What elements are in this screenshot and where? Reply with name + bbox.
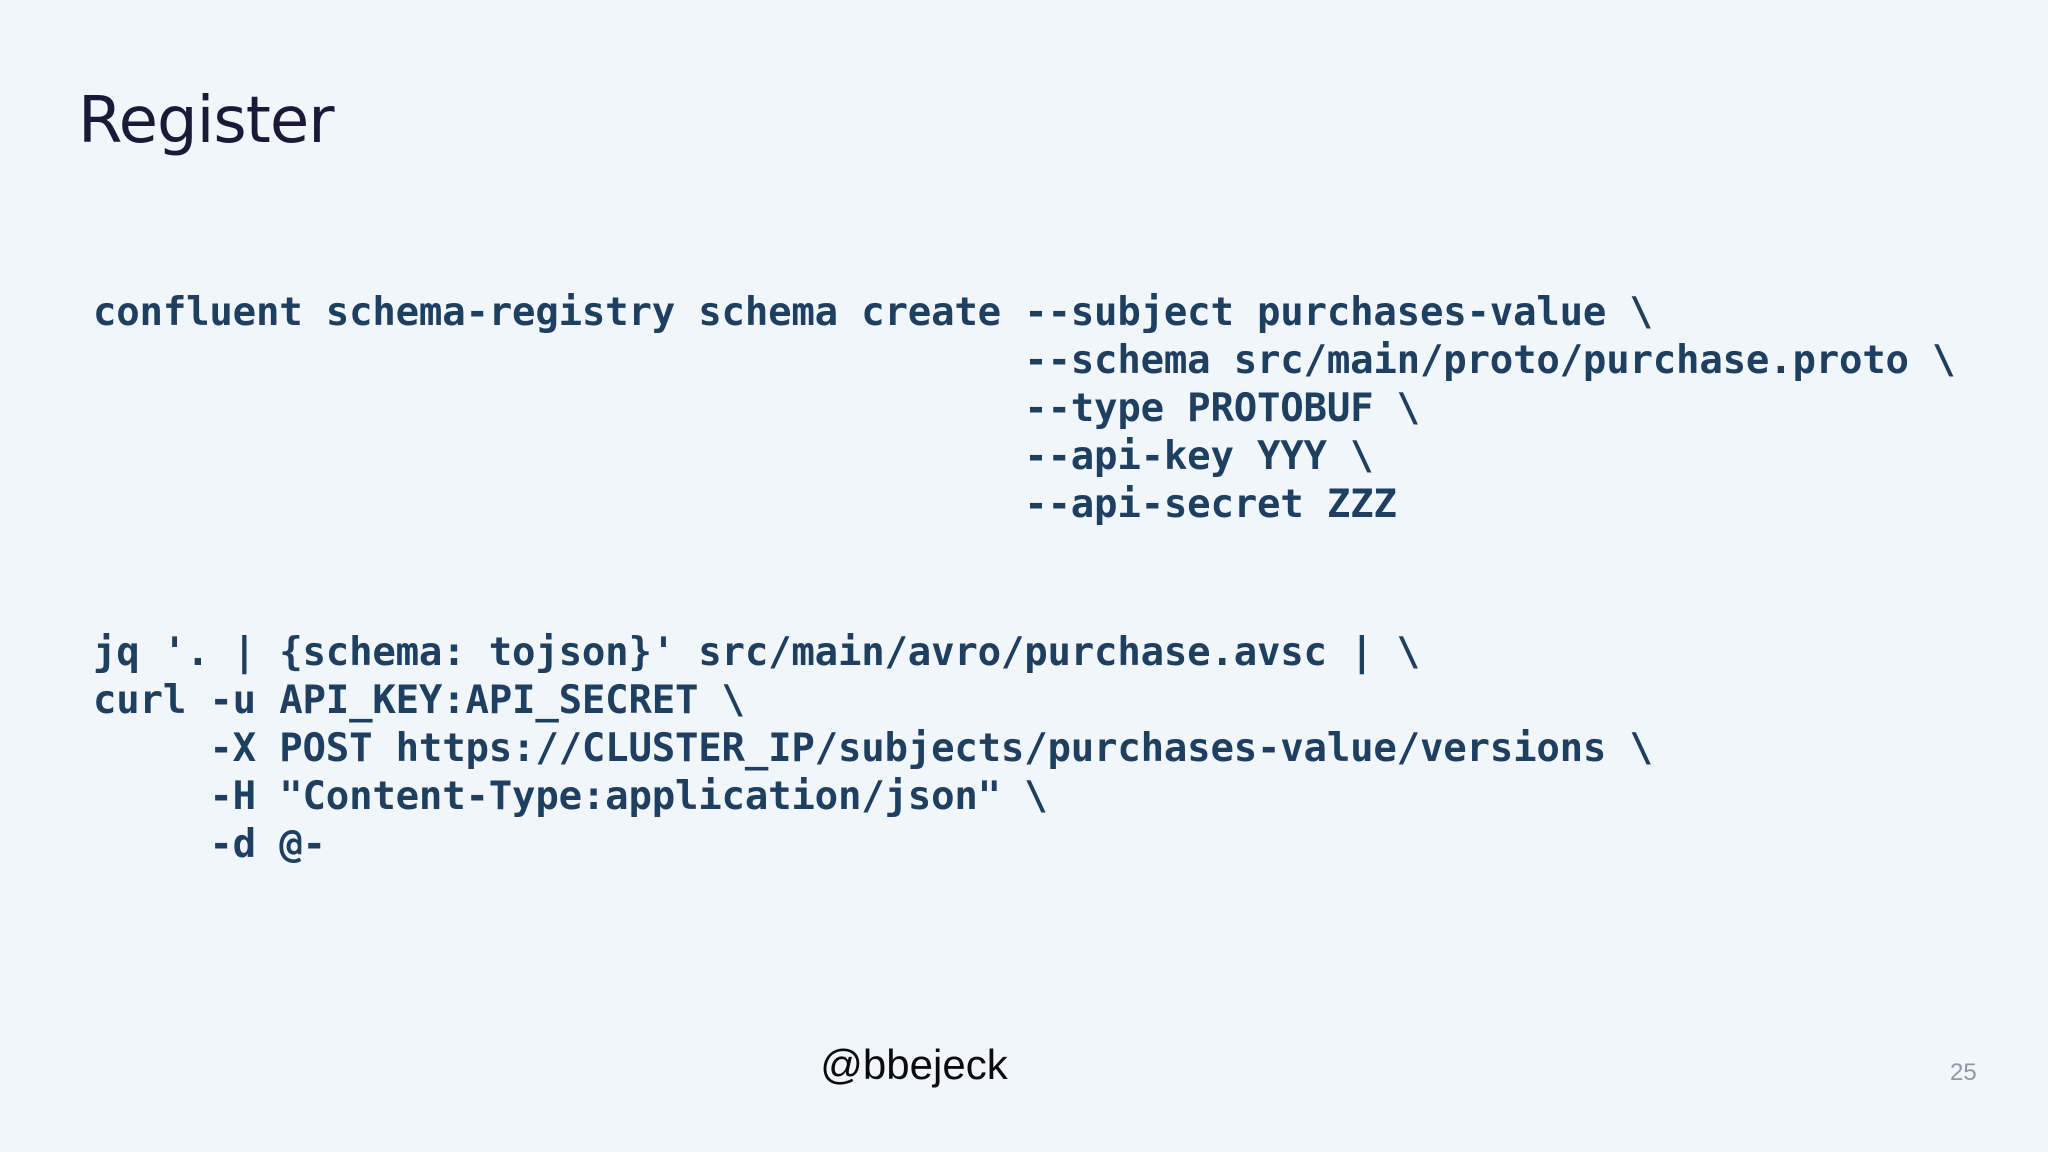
code-block-jq-curl: jq '. | {schema: tojson}' src/main/avro/… <box>93 630 1653 867</box>
footer-handle: @bbejeck <box>820 1041 1008 1088</box>
page-title: Register <box>78 84 334 158</box>
code-block-confluent-cli: confluent schema-registry schema create … <box>93 290 1956 527</box>
page-number: 25 <box>1950 1059 1977 1086</box>
